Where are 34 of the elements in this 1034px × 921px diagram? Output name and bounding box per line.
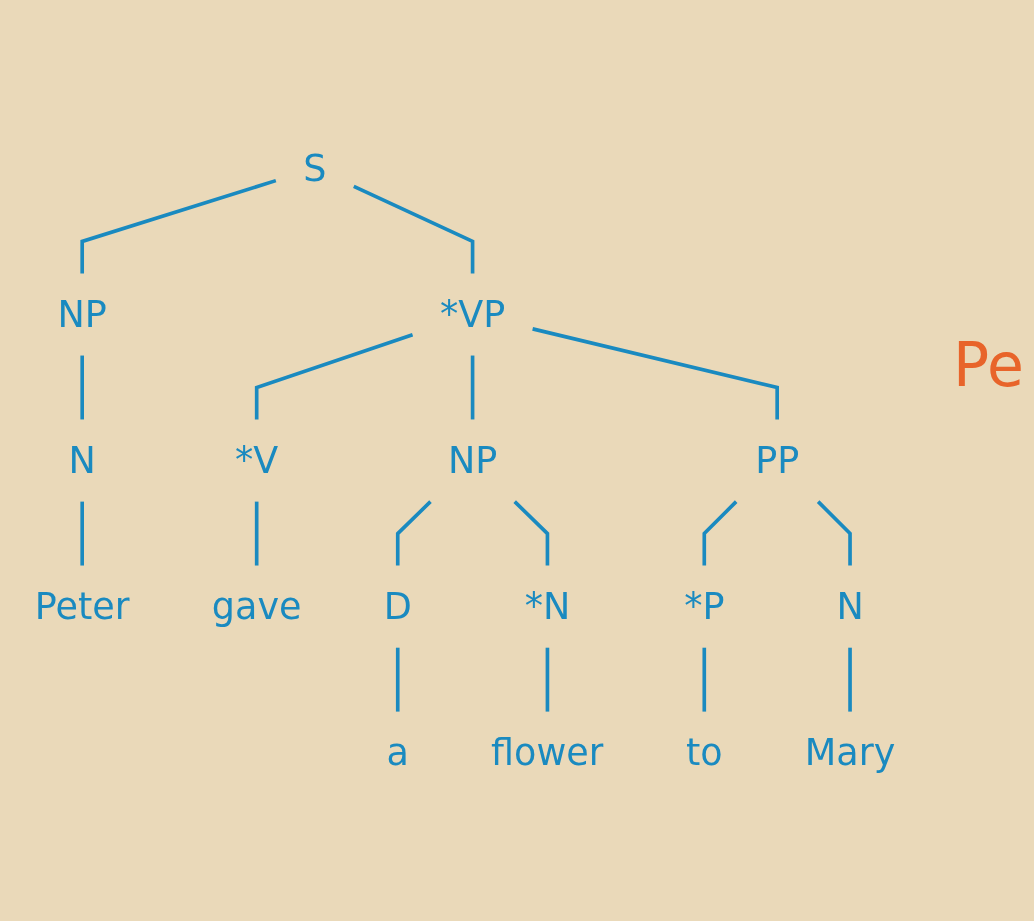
connector — [816, 500, 852, 566]
connector — [395, 647, 400, 712]
connector — [80, 355, 85, 420]
connector — [80, 501, 85, 566]
node-text: Peter — [34, 585, 130, 628]
node-text: NP — [447, 439, 498, 482]
node-text: *V — [235, 439, 279, 482]
connector — [470, 355, 475, 420]
note-text: Pe — [953, 330, 1024, 400]
node-text: gave — [211, 585, 302, 628]
connector — [254, 501, 259, 566]
connector — [532, 327, 779, 420]
connector — [80, 178, 277, 274]
connector — [513, 500, 550, 566]
connector — [848, 647, 852, 712]
connector — [702, 500, 738, 566]
connector — [395, 500, 432, 566]
connector — [254, 333, 414, 420]
connector — [702, 647, 707, 712]
node-text: S — [303, 147, 327, 190]
node-text: N — [836, 585, 864, 628]
node-text: to — [685, 731, 723, 774]
node-text: *VP — [439, 293, 506, 336]
node-text: a — [386, 731, 409, 774]
node-text: *P — [684, 585, 725, 628]
node-text: flower — [491, 731, 604, 774]
connector — [545, 647, 550, 712]
node-text: NP — [57, 293, 107, 336]
node-text: Mary — [804, 731, 896, 774]
connector — [353, 184, 475, 274]
node-text: D — [383, 585, 412, 628]
node-text: N — [68, 439, 96, 482]
node-text: PP — [755, 439, 800, 482]
node-text: *N — [524, 585, 571, 628]
